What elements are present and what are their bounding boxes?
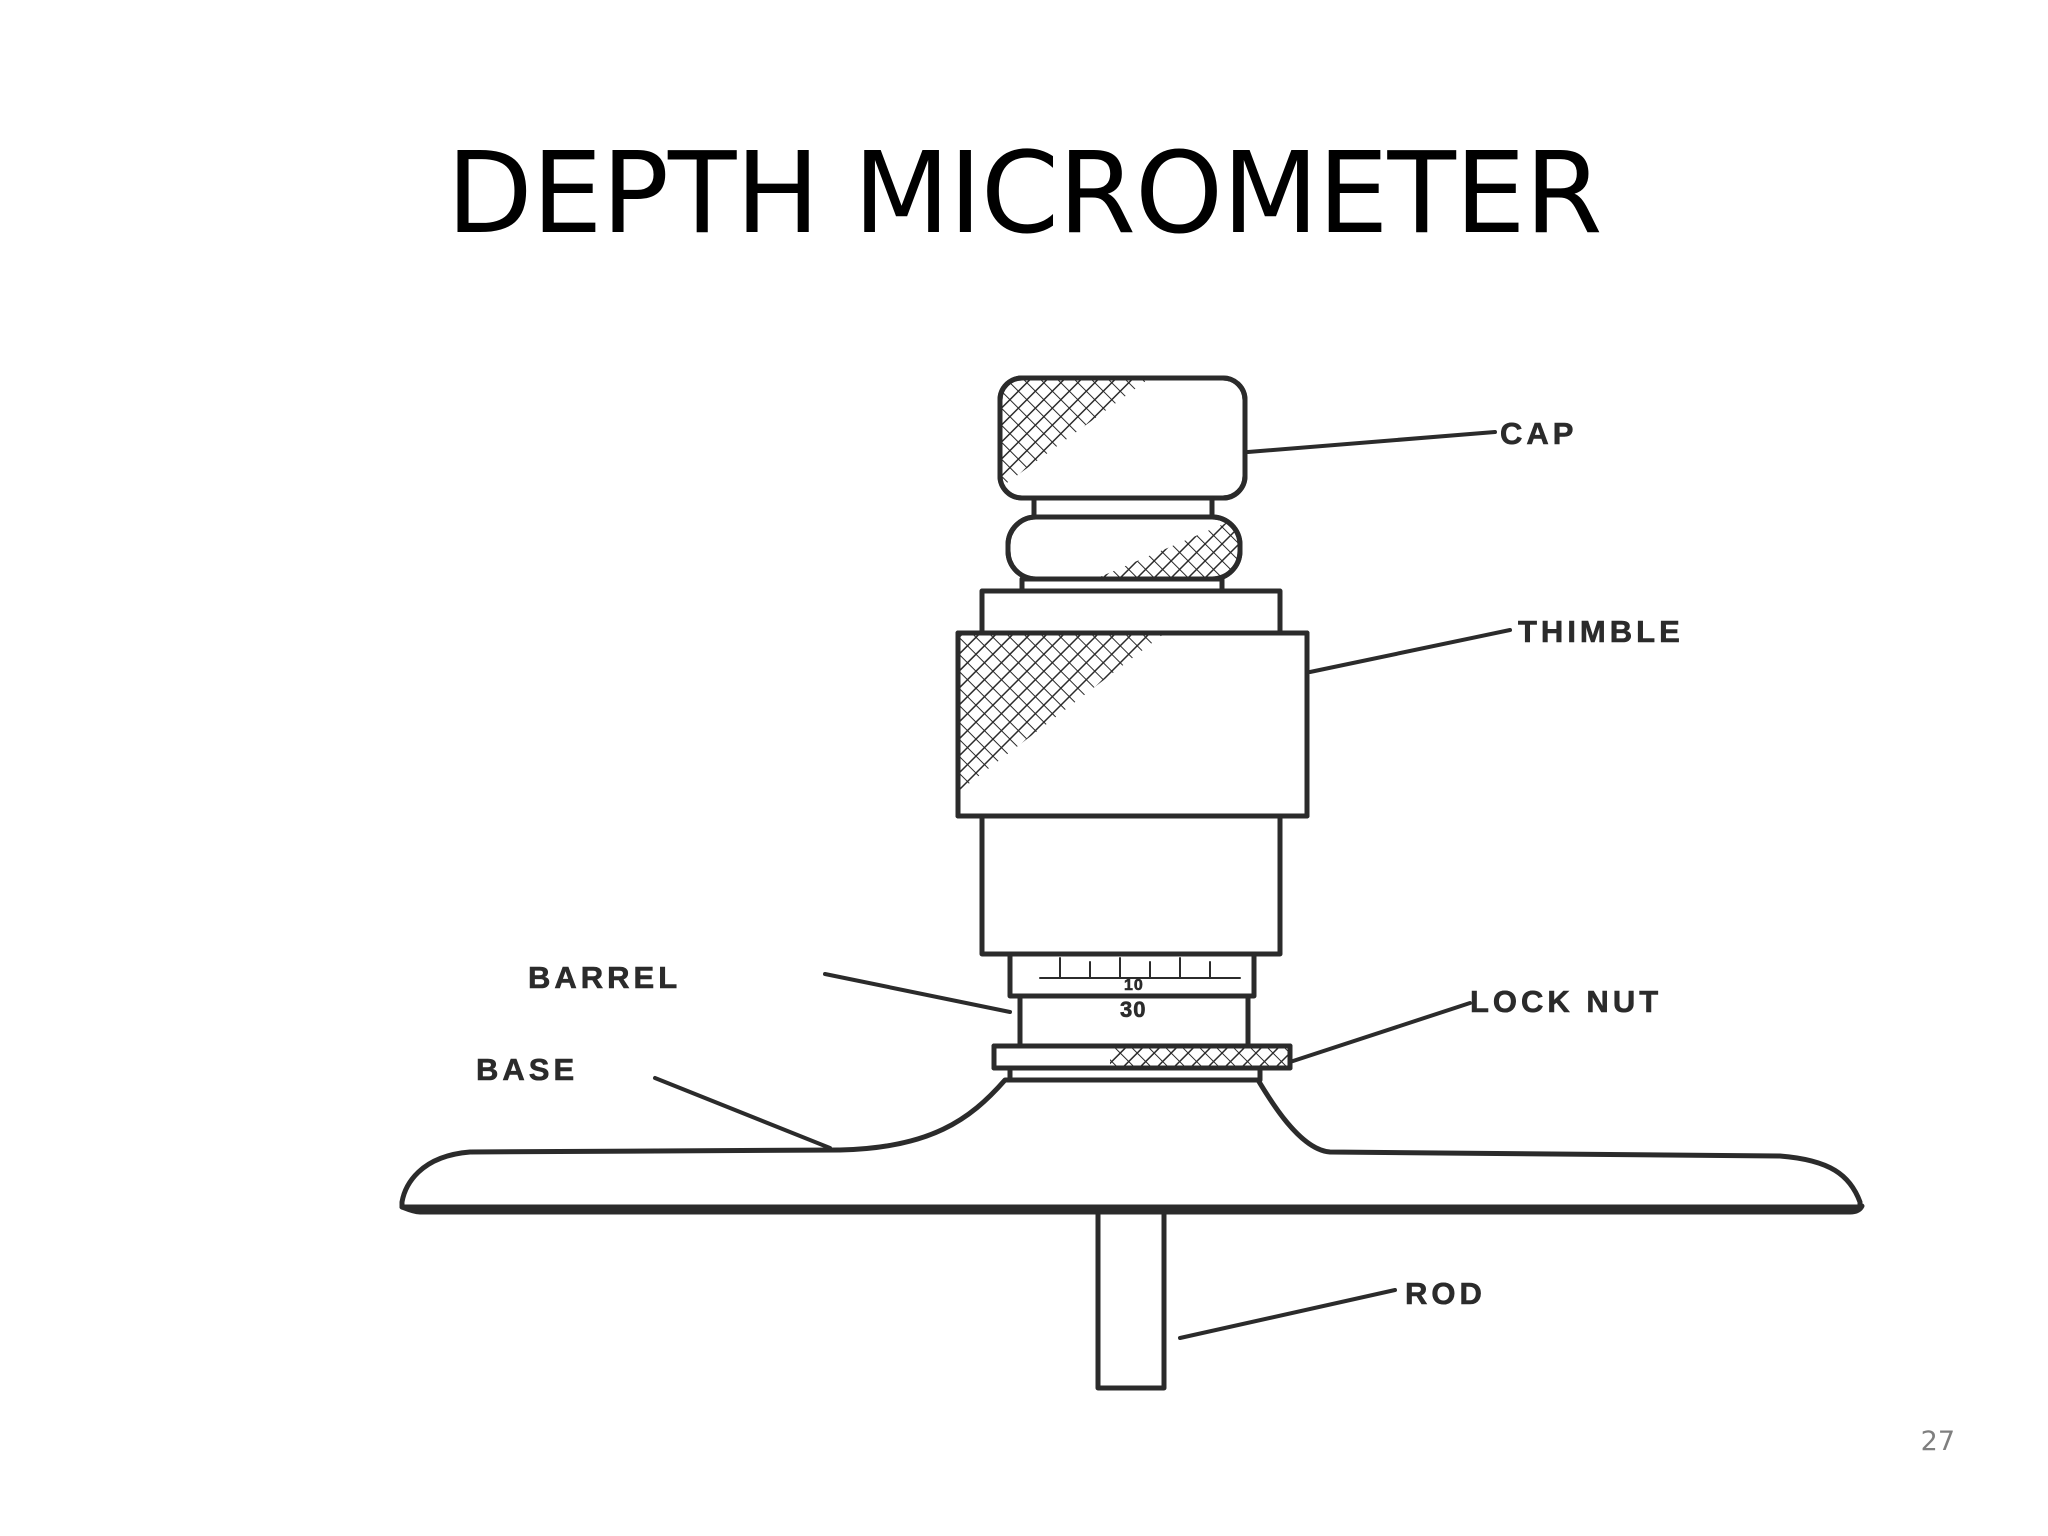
cap-label: CAP — [1500, 416, 1577, 451]
thimble-part — [955, 588, 1310, 957]
thimble-leader-line — [1308, 628, 1512, 674]
barrel-leader-line — [823, 972, 1012, 1014]
cap-neck — [1031, 495, 1215, 520]
barrel-label: BARREL — [528, 960, 681, 995]
barrel-scale-bottom: 30 — [1120, 997, 1146, 1022]
lock-nut-part — [991, 1043, 1293, 1083]
lock-nut-label: LOCK NUT — [1470, 984, 1662, 1019]
base-part — [399, 1077, 1863, 1210]
cap-part — [997, 375, 1248, 501]
base-label: BASE — [476, 1052, 578, 1087]
rod-leader-line — [1178, 1288, 1397, 1340]
thimble-label: THIMBLE — [1518, 614, 1684, 649]
rod-label: ROD — [1405, 1276, 1486, 1311]
barrel-part — [1007, 951, 1257, 1049]
cap-leader-line — [1246, 430, 1497, 454]
rod-part — [1095, 1209, 1167, 1391]
lock-nut-leader-line — [1288, 1001, 1472, 1064]
slide-title: DEPTH MICROMETER — [446, 129, 1602, 259]
base-leader-line — [653, 1076, 832, 1150]
slide-number: 27 — [1920, 1426, 1955, 1457]
barrel-scale-top: 10 — [1124, 977, 1144, 994]
ratchet-ring — [1005, 514, 1243, 582]
